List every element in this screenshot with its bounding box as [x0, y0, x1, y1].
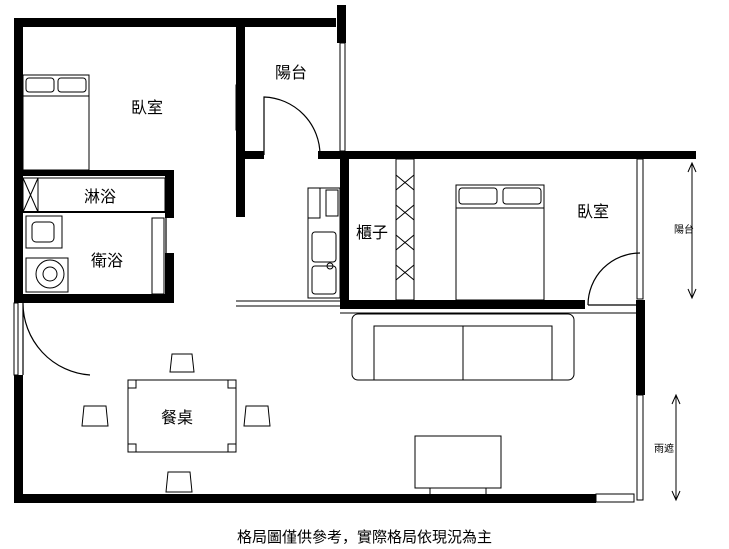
chair — [81, 405, 109, 427]
kitchen — [307, 187, 341, 299]
window-bottom — [595, 493, 635, 503]
label-balcony-top: 陽台 — [275, 63, 307, 82]
pillow — [458, 187, 498, 205]
toilet-inner — [42, 266, 58, 282]
label-bedroom-left: 臥室 — [131, 98, 163, 117]
cabinet-small — [325, 189, 339, 217]
wall-top — [14, 18, 336, 27]
wall-balcony-bottom-left — [236, 151, 264, 159]
bath-fixtures — [22, 177, 166, 295]
dining-set — [81, 353, 271, 493]
wall-bath-bottom — [14, 294, 174, 303]
tv-cabinet — [414, 435, 502, 494]
table-corner — [227, 443, 237, 453]
dimension-lines — [671, 161, 697, 502]
window-living-right — [636, 394, 644, 501]
window-bedroom-right — [636, 158, 644, 300]
sink-basin — [31, 221, 55, 243]
wall-right-mid — [636, 300, 645, 395]
table-corner — [127, 379, 137, 389]
sink-kitchen — [311, 231, 337, 263]
chair — [165, 471, 193, 493]
window-left — [13, 302, 19, 376]
window-bedroom-left — [235, 84, 242, 131]
pillow — [57, 77, 87, 93]
label-cabinet: 櫃子 — [356, 223, 388, 242]
cabinet-body — [395, 158, 415, 301]
bed-frame — [455, 184, 545, 301]
chair — [169, 353, 195, 373]
door-bedroom-right — [587, 252, 641, 306]
door-entrance — [22, 302, 91, 376]
table-corner — [227, 379, 237, 389]
dining-table — [127, 379, 237, 453]
wall-left-lower — [14, 375, 23, 503]
pillow — [502, 187, 542, 205]
bed-frame — [22, 74, 90, 171]
wall-bath-top — [14, 170, 174, 176]
label-shower: 淋浴 — [84, 187, 116, 206]
label-bathroom: 衛浴 — [91, 251, 123, 270]
bed-right — [455, 184, 545, 301]
wall-bath-right-lower — [165, 253, 174, 301]
shower-cross — [22, 177, 39, 213]
bath-shelf — [151, 217, 165, 295]
table-corner — [127, 443, 137, 453]
label-balcony-right: 陽台 — [674, 223, 694, 236]
stove — [307, 187, 321, 219]
toilet-bowl — [35, 259, 65, 289]
dim-arrows — [671, 393, 681, 502]
sink — [25, 215, 63, 249]
wall-bedroom-right-bottom — [340, 300, 585, 309]
chair — [243, 405, 271, 427]
pillow — [25, 77, 55, 93]
sink-kitchen-2 — [311, 265, 337, 295]
door-balcony — [263, 96, 321, 156]
wall-left-upper — [14, 18, 23, 300]
toilet-tank — [25, 257, 69, 293]
label-dining-table: 餐桌 — [161, 408, 193, 427]
wall-top-step — [337, 5, 346, 43]
disclaimer-caption: 格局圖僅供參考，實際格局依現況為主 — [236, 528, 492, 546]
cabinet-shelves — [395, 158, 415, 301]
dim-arrows — [687, 161, 697, 300]
windows — [13, 42, 644, 503]
bed-left — [22, 74, 90, 171]
wall-bottom — [14, 494, 596, 503]
cabinet-cross — [395, 174, 415, 281]
wall-bath-right-upper — [165, 170, 174, 218]
sofa — [351, 313, 575, 381]
wall-bedroom-right-top — [318, 151, 696, 159]
kitchen-counter — [307, 187, 341, 299]
wall-cabinet-left — [340, 151, 349, 309]
window-balcony-top — [339, 42, 346, 152]
label-bedroom-right: 臥室 — [577, 202, 609, 221]
doors — [22, 96, 641, 376]
faucet — [326, 262, 334, 270]
tv-unit — [414, 435, 502, 489]
label-rain-shelter: 雨遮 — [654, 442, 674, 455]
